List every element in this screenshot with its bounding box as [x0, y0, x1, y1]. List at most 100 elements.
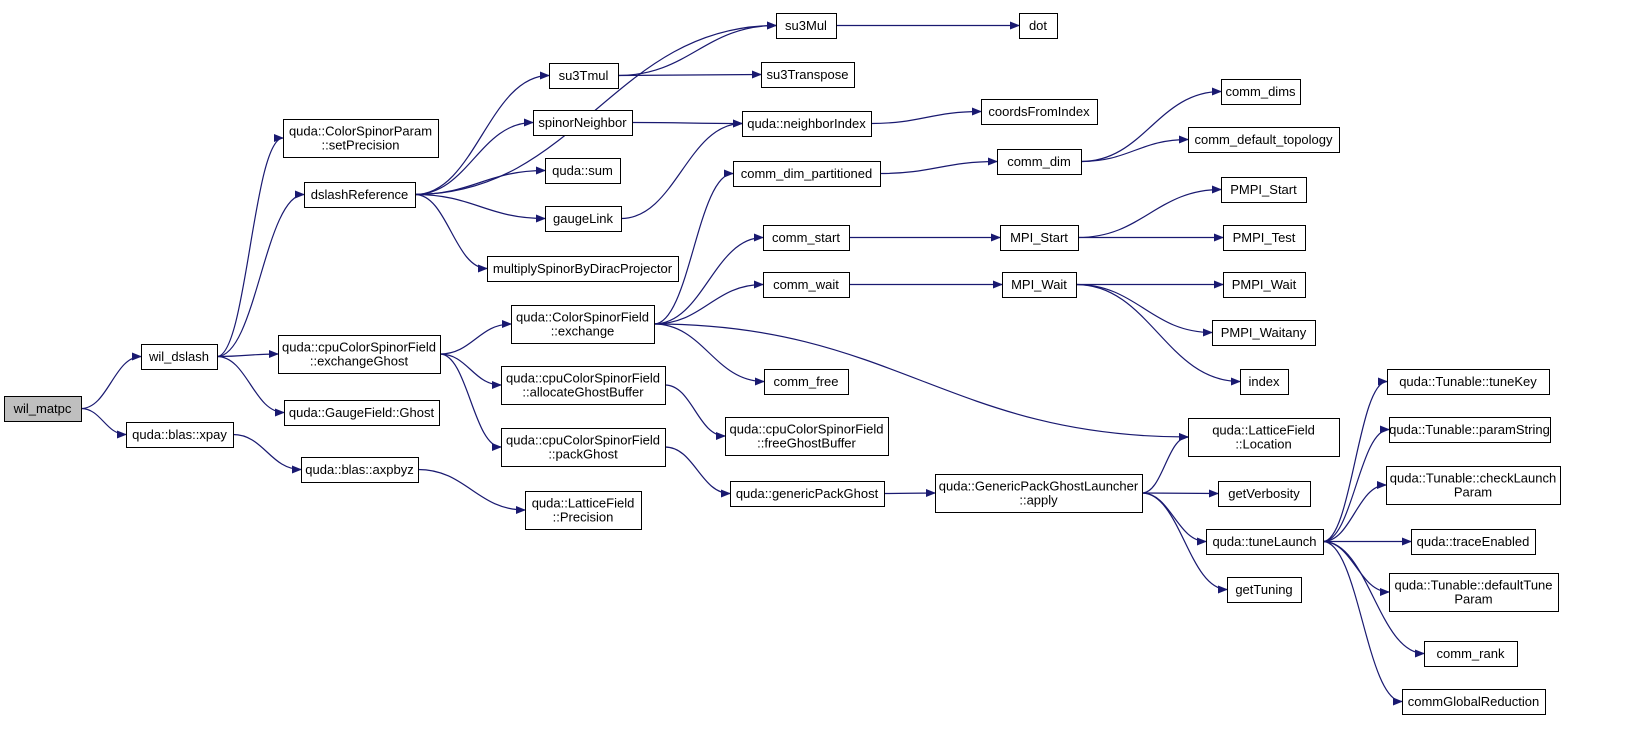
node-comm_dim_partitioned[interactable]: comm_dim_partitioned: [733, 161, 881, 187]
node-MPI_Start[interactable]: MPI_Start: [1000, 225, 1079, 251]
node-box: [284, 400, 440, 426]
node-coordsFromIndex[interactable]: coordsFromIndex: [981, 99, 1098, 125]
node-cpu_packGhost[interactable]: quda::cpuColorSpinorField::packGhost: [501, 428, 666, 467]
edge-cpu_exchangeGhost-to-csf_exchange: [439, 320, 512, 355]
node-label: su3Tmul: [559, 68, 609, 83]
node-comm_start[interactable]: comm_start: [763, 225, 850, 251]
node-label: index: [1248, 374, 1280, 389]
node-getVerbosity[interactable]: getVerbosity: [1218, 481, 1311, 507]
node-su3Transpose[interactable]: su3Transpose: [761, 62, 855, 88]
node-label: quda::blas::xpay: [132, 427, 227, 442]
node-box: [1188, 127, 1340, 153]
node-dot[interactable]: dot: [1019, 13, 1058, 39]
node-index[interactable]: index: [1240, 369, 1289, 395]
edge-gpgl_apply-to-tuneLaunch: [1141, 492, 1207, 546]
edge-MPI_Wait-to-index: [1075, 283, 1241, 386]
node-label: gaugeLink: [553, 211, 613, 226]
node-label: quda::cpuColorSpinorField: [730, 422, 884, 437]
node-label: su3Mul: [785, 18, 827, 33]
node-gpgl_apply[interactable]: quda::GenericPackGhostLauncher::apply: [935, 474, 1143, 513]
node-cpu_freeGhostBuffer[interactable]: quda::cpuColorSpinorField::freeGhostBuff…: [725, 417, 889, 456]
edge-cpu_exchangeGhost-to-cpu_packGhost: [439, 353, 502, 451]
edge-MPI_Start-to-PMPI_Start: [1077, 185, 1222, 239]
edge-wil_dslash-to-gaugefield_ghost: [216, 355, 285, 417]
node-label: comm_dim_partitioned: [741, 166, 873, 181]
node-label: ::exchange: [551, 324, 615, 339]
node-blas_xpay[interactable]: quda::blas::xpay: [126, 422, 234, 448]
node-lf_location[interactable]: quda::LatticeField::Location: [1188, 418, 1340, 457]
node-label: Param: [1454, 592, 1492, 607]
node-MPI_Wait[interactable]: MPI_Wait: [1002, 272, 1077, 298]
node-box: [935, 474, 1143, 513]
node-dslashReference[interactable]: dslashReference: [304, 182, 416, 208]
node-label: dslashReference: [311, 187, 409, 202]
node-box: [1019, 13, 1058, 39]
node-lf_precision[interactable]: quda::LatticeField::Precision: [525, 491, 642, 530]
node-label: quda::Tunable::checkLaunch: [1390, 471, 1556, 486]
edge-spinorNeighbor-to-neighborIndex: [631, 119, 743, 128]
node-cpu_allocateGhostBuffer[interactable]: quda::cpuColorSpinorField::allocateGhost…: [501, 366, 666, 405]
node-label: ::exchangeGhost: [310, 354, 409, 369]
node-spinorNeighbor[interactable]: spinorNeighbor: [533, 110, 633, 136]
node-label: ::apply: [1019, 493, 1058, 508]
node-box: [278, 335, 441, 374]
node-blas_axpbyz[interactable]: quda::blas::axpbyz: [301, 457, 419, 483]
node-cpu_exchangeGhost[interactable]: quda::cpuColorSpinorField::exchangeGhost: [278, 335, 441, 374]
node-box: [1402, 689, 1546, 715]
node-label: quda::ColorSpinorParam: [289, 124, 432, 139]
node-comm_default_topology[interactable]: comm_default_topology: [1188, 127, 1340, 153]
node-box: [549, 63, 619, 89]
node-PMPI_Start[interactable]: PMPI_Start: [1221, 177, 1307, 203]
edge-su3Tmul-to-su3Mul: [617, 21, 777, 77]
node-wil_dslash[interactable]: wil_dslash: [141, 344, 218, 370]
edge-dslashReference-to-quda_sum: [414, 166, 546, 196]
node-label: dot: [1029, 18, 1047, 33]
node-paramString[interactable]: quda::Tunable::paramString: [1389, 417, 1551, 443]
node-wil_matpc: wil_matpc: [4, 396, 82, 422]
node-PMPI_Wait[interactable]: PMPI_Wait: [1223, 272, 1306, 298]
node-box: [1223, 225, 1306, 251]
node-gaugefield_ghost[interactable]: quda::GaugeField::Ghost: [284, 400, 440, 426]
node-box: [997, 149, 1082, 175]
node-gaugeLink[interactable]: gaugeLink: [545, 206, 622, 232]
node-multiplySpinor[interactable]: multiplySpinorByDiracProjector: [487, 256, 679, 282]
node-label: comm_dims: [1225, 84, 1296, 99]
node-box: [776, 13, 837, 39]
node-PMPI_Waitany[interactable]: PMPI_Waitany: [1212, 320, 1316, 346]
edge-tuneLaunch-to-defaultTuneParam: [1322, 540, 1390, 596]
node-csp_setPrecision[interactable]: quda::ColorSpinorParam::setPrecision: [283, 119, 439, 158]
node-box: [1212, 320, 1316, 346]
node-comm_free[interactable]: comm_free: [764, 369, 849, 395]
node-su3Mul[interactable]: su3Mul: [776, 13, 837, 39]
node-PMPI_Test[interactable]: PMPI_Test: [1223, 225, 1306, 251]
node-box: [764, 369, 849, 395]
node-label: ::packGhost: [548, 447, 618, 462]
node-label: quda::Tunable::defaultTune: [1394, 578, 1552, 593]
edge-dslashReference-to-spinorNeighbor: [414, 118, 534, 196]
node-comm_wait[interactable]: comm_wait: [763, 272, 850, 298]
node-label: wil_dslash: [148, 349, 209, 364]
node-comm_dim[interactable]: comm_dim: [997, 149, 1082, 175]
edge-cpu_packGhost-to-genericPackGhost: [664, 446, 731, 498]
edge-wil_matpc-to-blas_xpay: [80, 407, 127, 439]
node-neighborIndex[interactable]: quda::neighborIndex: [742, 111, 872, 137]
node-traceEnabled[interactable]: quda::traceEnabled: [1411, 529, 1536, 555]
edge-wil_dslash-to-cpu_exchangeGhost: [216, 350, 279, 359]
node-quda_sum[interactable]: quda::sum: [545, 158, 621, 184]
edge-su3Tmul-to-su3Transpose: [617, 70, 762, 79]
node-box: [730, 481, 885, 507]
node-getTuning[interactable]: getTuning: [1227, 577, 1302, 603]
node-commGlobalReduction[interactable]: commGlobalReduction: [1402, 689, 1546, 715]
node-comm_rank[interactable]: comm_rank: [1424, 641, 1518, 667]
node-comm_dims[interactable]: comm_dims: [1221, 79, 1301, 105]
node-csf_exchange[interactable]: quda::ColorSpinorField::exchange: [511, 305, 655, 344]
node-tuneLaunch[interactable]: quda::tuneLaunch: [1206, 529, 1324, 555]
node-su3Tmul[interactable]: su3Tmul: [549, 63, 619, 89]
node-label: comm_rank: [1437, 646, 1505, 661]
node-box: [1424, 641, 1518, 667]
node-genericPackGhost[interactable]: quda::genericPackGhost: [730, 481, 885, 507]
node-tuneKey[interactable]: quda::Tunable::tuneKey: [1387, 369, 1550, 395]
